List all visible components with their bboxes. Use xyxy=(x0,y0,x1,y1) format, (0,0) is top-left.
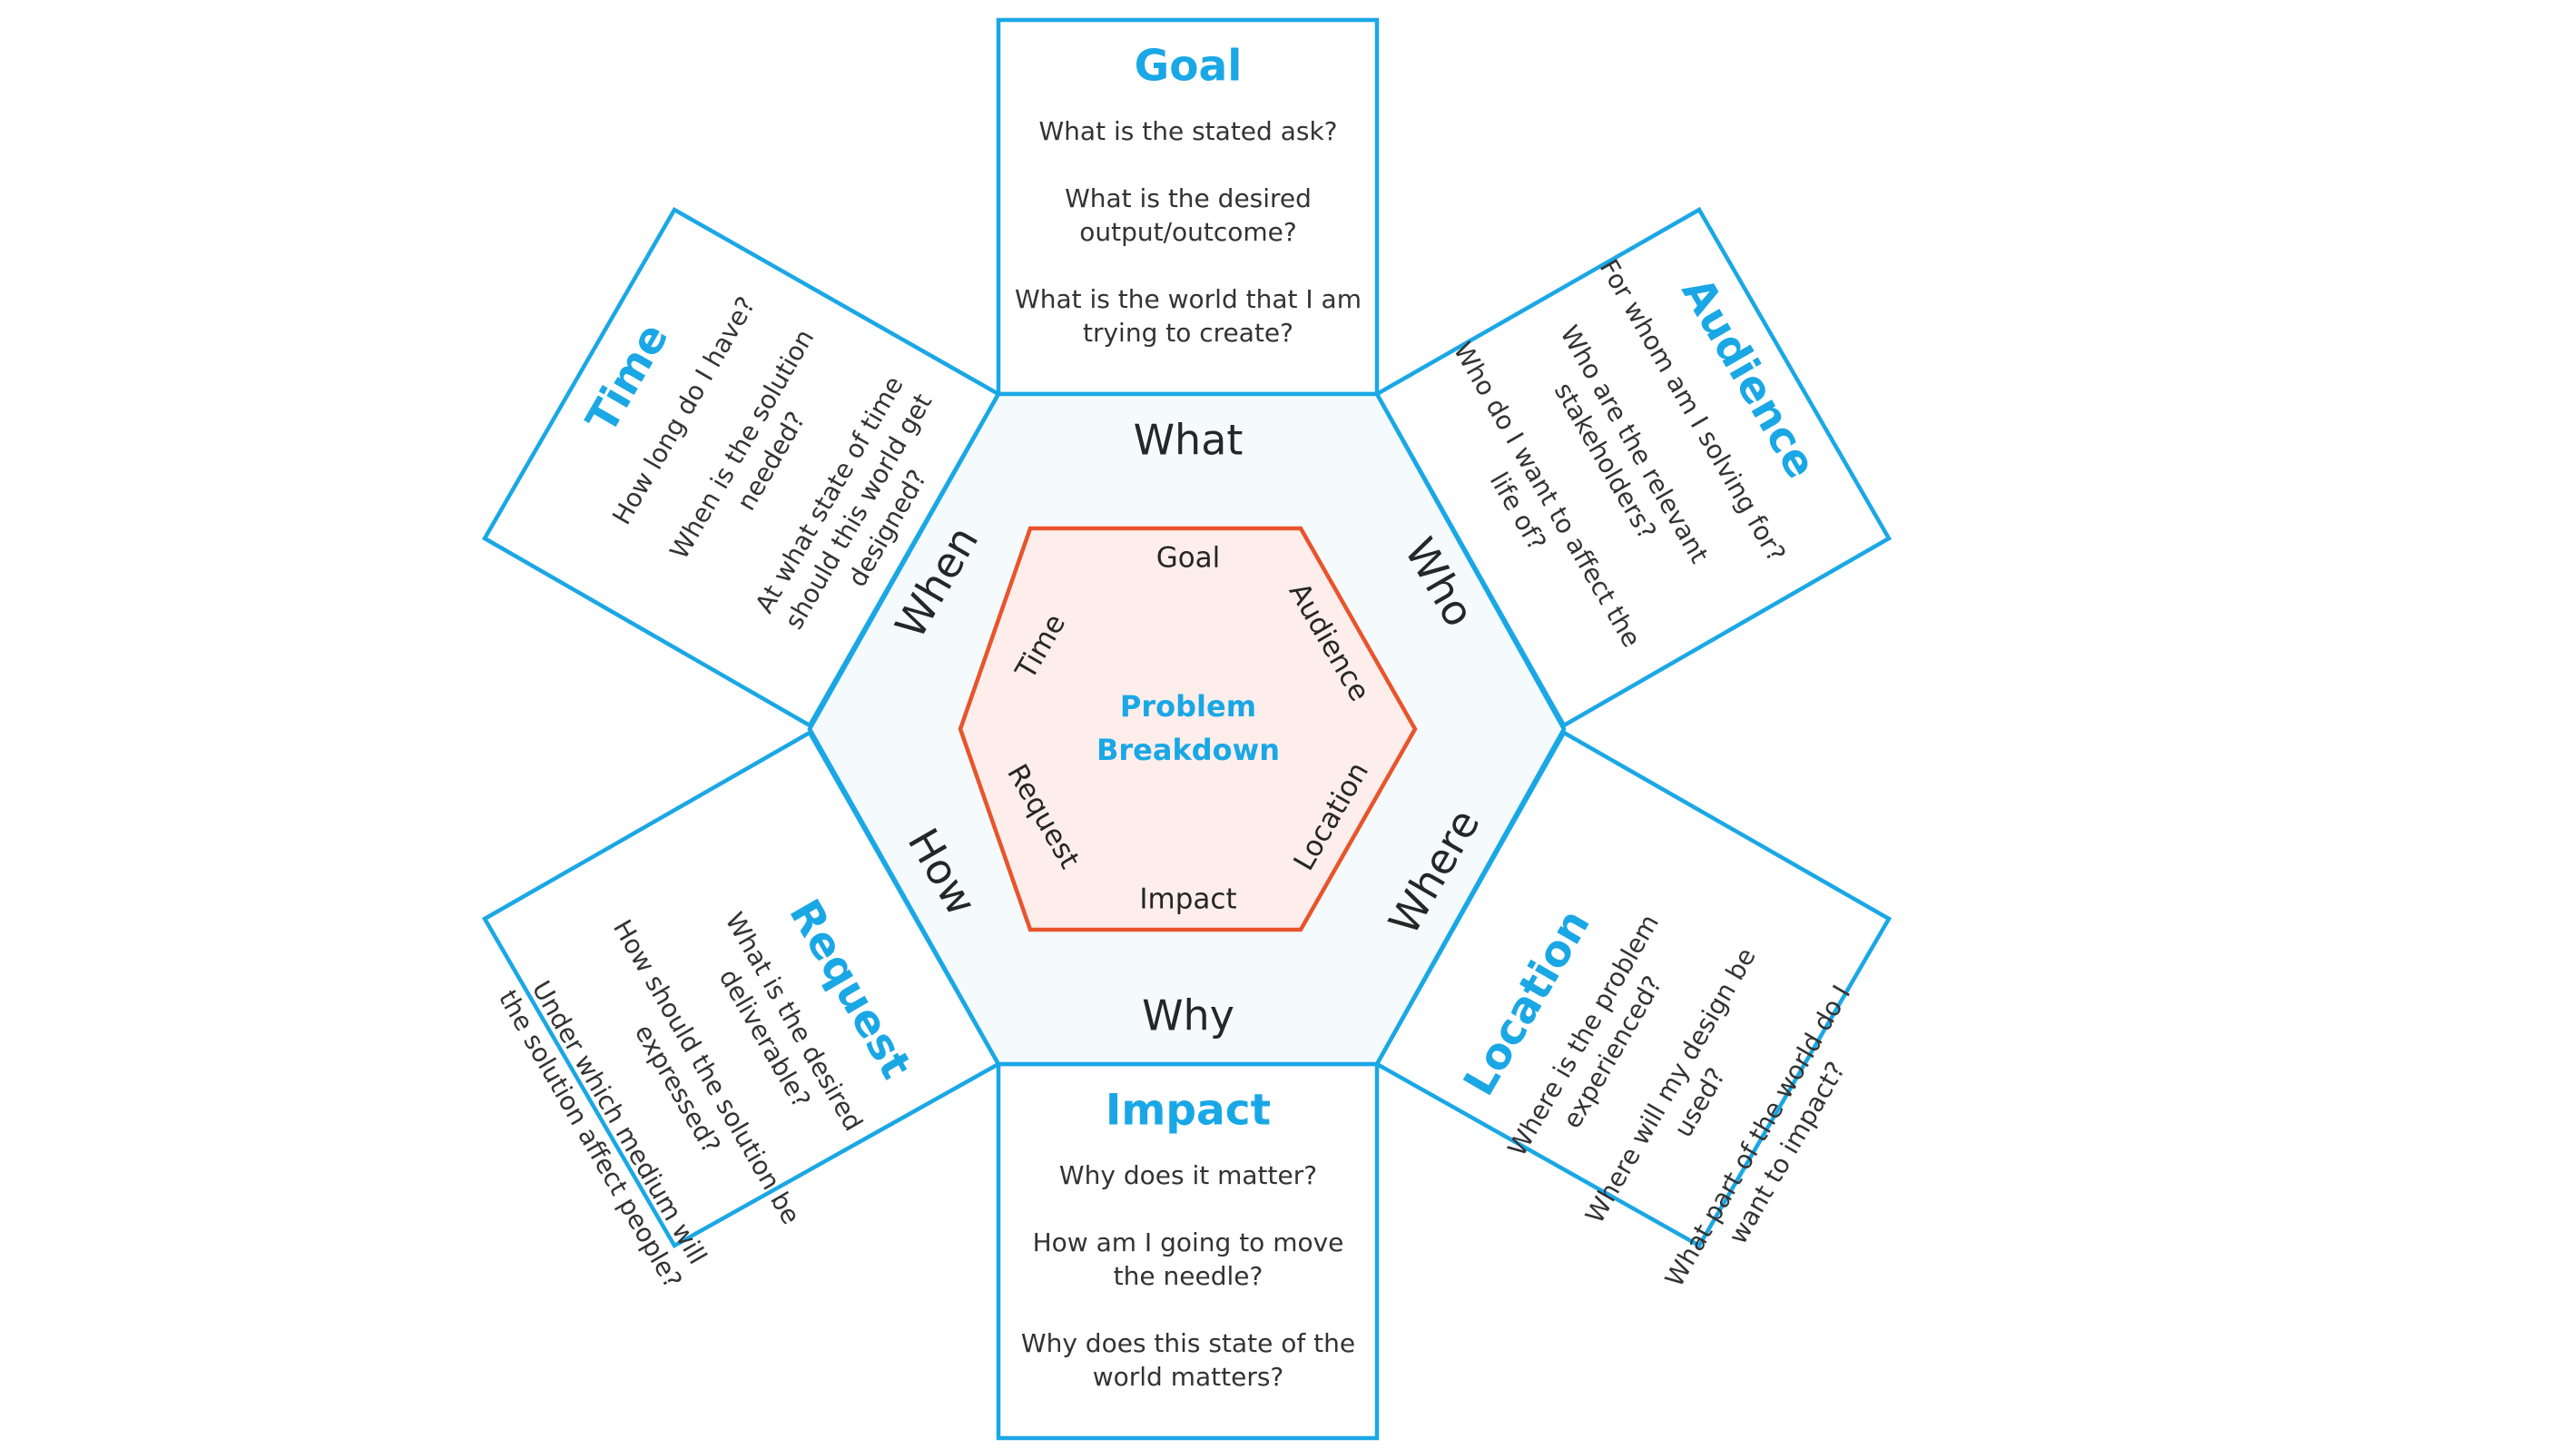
impact-card xyxy=(996,1061,1380,1441)
goal-card-question-line: What is the stated ask? xyxy=(1038,116,1337,146)
impact-card-frame xyxy=(996,1061,1380,1441)
center-title-line1: Problem xyxy=(1120,689,1256,724)
impact-card-question-line: Why does it matter? xyxy=(1059,1160,1317,1190)
center-title-line2: Breakdown xyxy=(1096,733,1280,767)
impact-card-question-line: the needle? xyxy=(1114,1261,1263,1291)
goal-card xyxy=(996,17,1380,397)
impact-card-title: Impact xyxy=(1106,1086,1271,1136)
goal-card-question-line: What is the desired xyxy=(1065,183,1312,213)
impact-card-question-line: How am I going to move xyxy=(1033,1227,1344,1257)
inner-hexagon xyxy=(958,526,1418,932)
goal-card-frame xyxy=(996,17,1380,397)
ring-label-why: Why xyxy=(1142,991,1234,1040)
impact-card-question-line: world matters? xyxy=(1093,1362,1284,1392)
goal-card-question-line: trying to create? xyxy=(1083,318,1293,348)
inner-label-goal: Goal xyxy=(1156,542,1221,575)
goal-card-question-line: What is the world that I am xyxy=(1015,284,1362,314)
impact-card-question-line: Why does this state of the xyxy=(1021,1328,1355,1358)
ring-label-what: What xyxy=(1134,416,1244,465)
goal-card-question-line: output/outcome? xyxy=(1079,217,1297,247)
goal-card-title: Goal xyxy=(1135,42,1243,92)
inner-label-impact: Impact xyxy=(1139,883,1236,916)
